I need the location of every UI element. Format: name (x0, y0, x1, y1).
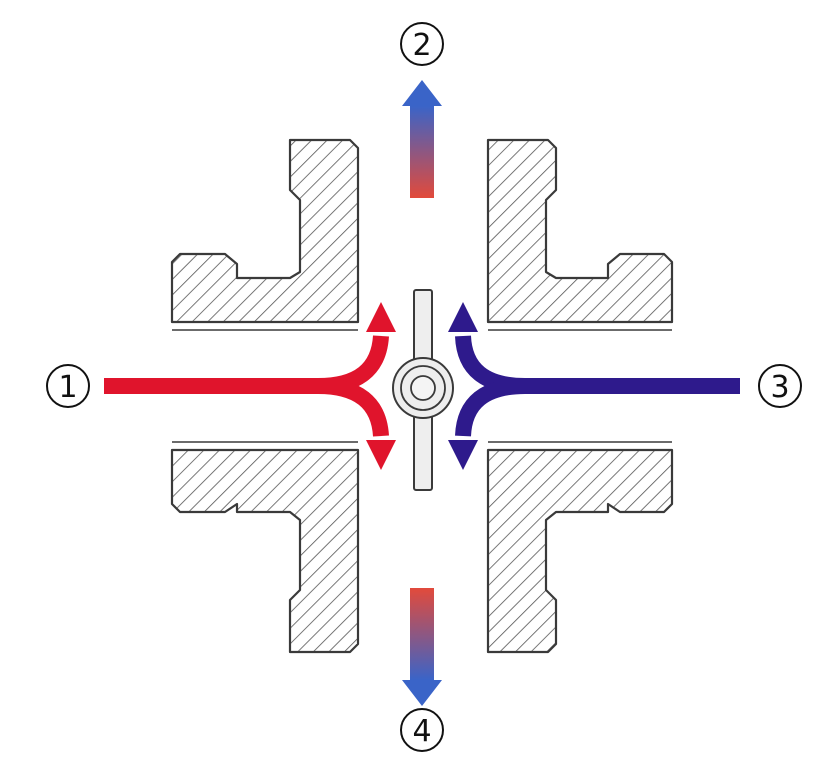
port-marker-3: 3 (758, 364, 802, 408)
port-1-circle (46, 364, 90, 408)
outlet-top-arrowhead (402, 80, 442, 106)
housing-bottom-right (486, 448, 674, 654)
hot-inlet-flow (104, 335, 389, 437)
outlet-bottom-arrowhead (402, 680, 442, 706)
hot-branch-down (317, 378, 389, 437)
hot-arrowhead-down (366, 440, 396, 470)
port-3-label: 3 (770, 370, 789, 405)
cold-branch-down (455, 378, 526, 437)
housing-bottom-left (170, 448, 360, 654)
hot-arrowhead-up (366, 302, 396, 332)
port-4-label: 4 (412, 714, 431, 749)
port-3-circle (758, 364, 802, 408)
housing-top-left (170, 138, 360, 324)
port-2-label: 2 (412, 28, 431, 63)
shaft-center (410, 375, 436, 401)
cold-arrowhead-up (448, 302, 478, 332)
port-marker-4: 4 (400, 708, 444, 752)
port-4-circle (400, 708, 444, 752)
cold-inlet-flow (455, 335, 740, 437)
housing-top-right (486, 138, 674, 324)
outlet-flow-bottom (402, 588, 442, 706)
outlet-top-stream (410, 106, 434, 198)
valve-body (170, 138, 674, 654)
port-marker-1: 1 (46, 364, 90, 408)
valve-disc (392, 289, 454, 491)
outlet-bottom-stream (410, 588, 434, 680)
outlet-flow-top (402, 80, 442, 198)
port-1-label: 1 (58, 370, 77, 405)
port-2-circle (400, 22, 444, 66)
port-marker-2: 2 (400, 22, 444, 66)
cold-arrowhead-down (448, 440, 478, 470)
